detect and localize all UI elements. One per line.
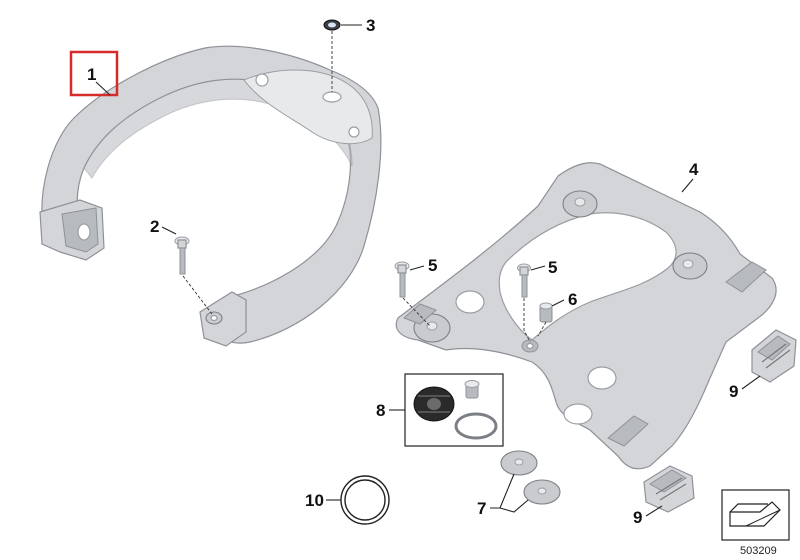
leader-line-1 — [95, 81, 111, 96]
spacer-guide-line — [523, 298, 547, 343]
washer-part-7-bottom[interactable] — [523, 479, 561, 505]
screw-guide-line — [182, 275, 213, 315]
svg-text:10: 10 — [305, 491, 324, 510]
callout-9-right[interactable]: 9 — [729, 375, 761, 401]
leader-line-5-right — [530, 265, 546, 271]
callout-5-right[interactable]: 5 — [530, 258, 557, 277]
screw-part-5-right[interactable] — [517, 263, 531, 298]
leader-line-9-bottom — [645, 505, 663, 517]
callout-7[interactable]: 7 — [477, 473, 529, 518]
leader-line-5-left — [409, 265, 425, 271]
svg-text:1: 1 — [87, 65, 96, 84]
callout-4[interactable]: 4 — [681, 160, 699, 193]
callout-1-highlight-box — [69, 50, 119, 97]
reference-number: 503209 — [740, 545, 777, 557]
svg-text:7: 7 — [477, 499, 486, 518]
svg-text:9: 9 — [729, 382, 738, 401]
leader-line-4 — [681, 178, 694, 193]
leader-line-2 — [161, 226, 177, 235]
leader-line-6 — [551, 299, 565, 307]
svg-text:9: 9 — [633, 508, 642, 527]
callout-5-left[interactable]: 5 — [409, 256, 437, 275]
callout-8[interactable]: 8 — [376, 401, 405, 420]
svg-text:5: 5 — [428, 256, 437, 275]
callout-2[interactable]: 2 — [150, 217, 177, 236]
svg-text:5: 5 — [548, 258, 557, 277]
clip-part-9-bottom[interactable] — [643, 465, 695, 513]
leader-line-9-right — [741, 375, 761, 390]
callout-6[interactable]: 6 — [551, 290, 577, 309]
screw-5-left-guide-line — [402, 297, 431, 327]
o-ring-part-10[interactable] — [340, 475, 390, 525]
orientation-icon — [721, 489, 790, 541]
rubber-mount-kit-part-8[interactable] — [404, 373, 504, 447]
washer-part-7-top[interactable] — [500, 450, 538, 476]
leader-line-7 — [490, 473, 529, 513]
callout-1[interactable]: 1 — [87, 65, 111, 96]
svg-text:4: 4 — [689, 160, 699, 179]
grab-handle-part-1[interactable] — [39, 45, 382, 347]
svg-text:3: 3 — [366, 16, 375, 35]
svg-text:6: 6 — [568, 290, 577, 309]
clip-part-9-right[interactable] — [751, 329, 797, 383]
callout-3[interactable]: 3 — [341, 16, 375, 35]
callout-9-bottom[interactable]: 9 — [633, 505, 663, 527]
callout-10[interactable]: 10 — [305, 491, 341, 510]
emblem-part-3[interactable] — [323, 19, 341, 31]
svg-text:8: 8 — [376, 401, 385, 420]
spacer-part-6[interactable] — [539, 302, 553, 323]
screw-part-2[interactable] — [174, 236, 190, 275]
svg-text:2: 2 — [150, 217, 159, 236]
screw-part-5-left[interactable] — [394, 261, 410, 298]
